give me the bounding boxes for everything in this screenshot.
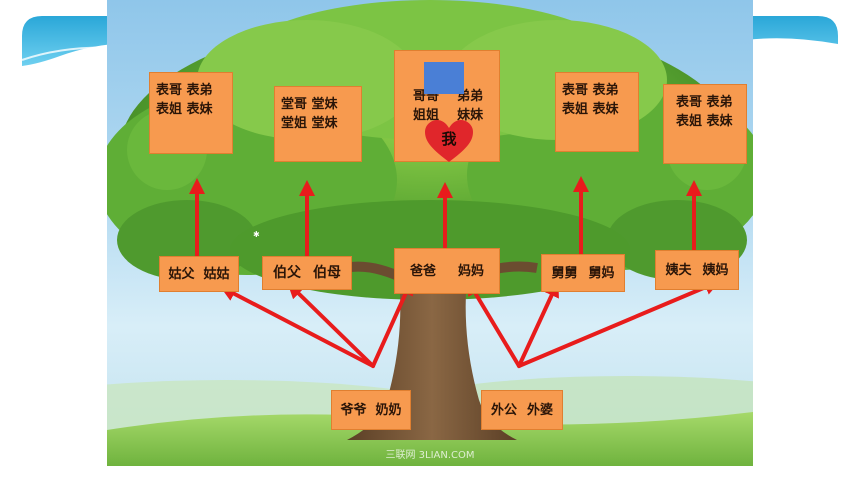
arrow-waigong-to-yima (517, 279, 721, 368)
blue-cover-square (424, 62, 464, 94)
box-parents: 爸爸 妈妈 (394, 248, 500, 294)
family-tree-picture: 表哥 表弟 表姐 表妹 堂哥 堂妹 堂姐 堂妹 哥哥 弟弟 姐姐 妹妹 我 表哥… (107, 0, 753, 466)
relationship-arrows (189, 176, 721, 368)
box-paternal-grandparents: 爷爷 奶奶 (331, 390, 411, 430)
label-yeye: 爷爷 (340, 402, 367, 418)
cousins-line-1: 堂哥 堂妹 (281, 97, 338, 112)
box-maternal-grandparents: 外公 外婆 (481, 390, 563, 430)
label-baba: 爸爸 (409, 263, 436, 279)
cousins-line-1: 表哥 表弟 (562, 83, 619, 98)
cousins-line-2: 表姐 表妹 (156, 102, 213, 117)
me-heart: 我 (423, 118, 475, 164)
box-maternal-aunt-couple: 姨夫 姨妈 (655, 250, 739, 290)
label-waigong: 外公 (490, 402, 517, 418)
box-maternal-uncle-children: 表哥 表弟 表姐 表妹 (555, 72, 639, 152)
label-waipo: 外婆 (526, 402, 553, 418)
siblings-row-2: 姐姐 妹妹 (413, 106, 499, 125)
label-bofu: 伯父 (273, 264, 301, 281)
cousins-line-2: 堂姐 堂妹 (281, 116, 338, 131)
arrow-yeye-to-baba (371, 278, 414, 368)
label-gugu: 姑姑 (203, 266, 230, 282)
cousins-line-1: 表哥 表弟 (156, 83, 213, 98)
cousins-line-1: 表哥 表弟 (676, 95, 733, 110)
label-gufu: 姑父 (168, 266, 195, 282)
box-paternal-uncle-couple: 伯父 伯母 (262, 256, 352, 290)
label-jiujiu: 舅舅 (551, 265, 578, 281)
heart-icon (425, 120, 473, 162)
me-label: 我 (441, 130, 457, 148)
arrow-waigong-to-jiujiu (517, 280, 559, 368)
box-maternal-uncle-couple: 舅舅 舅妈 (541, 254, 625, 292)
box-paternal-aunt-couple: 姑父 姑姑 (159, 256, 239, 292)
sibling-older-sister: 姐姐 (413, 108, 440, 123)
arrow-yeye-to-bofu (287, 282, 375, 368)
label-nainai: 奶奶 (375, 402, 402, 418)
box-paternal-aunt-children: 表哥 表弟 表姐 表妹 (149, 72, 233, 154)
label-mama: 妈妈 (457, 263, 484, 279)
label-yifu: 姨夫 (665, 262, 692, 278)
cousins-line-2: 表姐 表妹 (562, 102, 619, 117)
label-jiuma: 舅妈 (588, 265, 615, 281)
box-paternal-uncle-children: 堂哥 堂妹 堂姐 堂妹 (274, 86, 362, 162)
arrow-waigong-to-mama (466, 279, 521, 368)
arrow-yeye-to-gugu (219, 286, 375, 368)
sparkle-icon: ✱ (253, 230, 260, 239)
watermark-text: 三联网 3LIAN.COM (385, 450, 475, 461)
label-yima: 姨妈 (702, 262, 729, 278)
box-maternal-aunt-children: 表哥 表弟 表姐 表妹 (663, 84, 747, 164)
cousins-line-2: 表姐 表妹 (676, 114, 733, 129)
sibling-younger-sister: 妹妹 (457, 108, 484, 123)
label-bomu: 伯母 (313, 264, 341, 281)
